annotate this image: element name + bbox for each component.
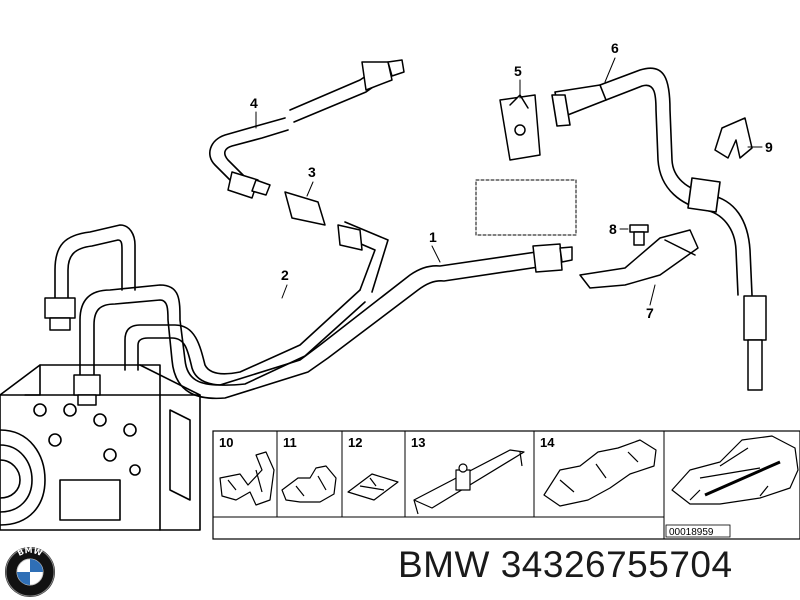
strip-item-12: 12 <box>348 435 362 450</box>
callout-2: 2 <box>281 267 289 283</box>
brand-name: BMW <box>398 544 490 585</box>
brake-pipes <box>54 69 553 400</box>
bracket-5 <box>475 94 577 236</box>
flex-hose <box>551 67 753 296</box>
strip-item-10: 10 <box>219 435 233 450</box>
leader-lines <box>255 57 763 306</box>
logo-letters: BMW <box>16 546 44 558</box>
strip-item-14: 14 <box>540 435 555 450</box>
clip-10-drawing <box>219 451 275 506</box>
pipe-fittings <box>44 59 767 406</box>
callouts: 1 2 3 4 5 6 7 8 9 <box>250 40 773 321</box>
part-number: 34326755704 <box>500 544 733 585</box>
callout-8: 8 <box>609 221 617 237</box>
clip-12-drawing <box>347 473 399 501</box>
parts-strip: 10 11 12 13 14 00 <box>212 430 800 540</box>
bmw-logo-icon: BMW <box>5 546 55 597</box>
callout-3: 3 <box>308 164 316 180</box>
strip-item-13: 13 <box>411 435 425 450</box>
callout-9: 9 <box>765 139 773 155</box>
callout-6: 6 <box>611 40 619 56</box>
clip-11-drawing <box>281 465 337 503</box>
bolt-and-holder <box>579 224 699 289</box>
callout-5: 5 <box>514 63 522 79</box>
part-caption: BMW 34326755704 <box>398 544 733 586</box>
strip-item-11: 11 <box>283 435 297 450</box>
callout-7: 7 <box>646 305 654 321</box>
clip-9 <box>714 117 753 159</box>
reference-code: 00018959 <box>669 527 714 538</box>
callout-1: 1 <box>429 229 437 245</box>
callout-4: 4 <box>250 95 258 111</box>
abs-unit <box>0 364 201 531</box>
